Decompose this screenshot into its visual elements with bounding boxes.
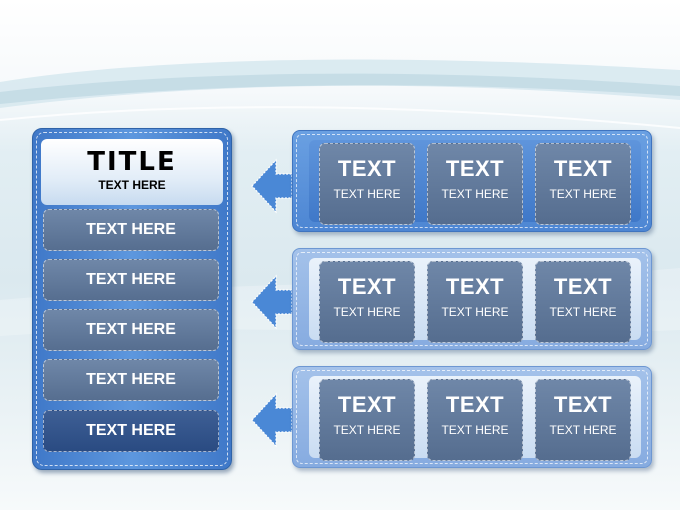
- row2-cell-3: TEXT TEXT HERE: [535, 261, 631, 343]
- row-panel-3: TEXT TEXT HERE TEXT TEXT HERE TEXT TEXT …: [292, 366, 652, 468]
- panel-title: TITLE: [87, 147, 177, 177]
- row1-cell-1: TEXT TEXT HERE: [319, 143, 415, 225]
- left-arrow-icon: [251, 274, 293, 330]
- cell-subtitle: TEXT HERE: [441, 305, 509, 319]
- cell-title: TEXT: [337, 274, 397, 299]
- cell-title: TEXT: [337, 392, 397, 417]
- row3-cell-1: TEXT TEXT HERE: [319, 379, 415, 461]
- row-panel-2: TEXT TEXT HERE TEXT TEXT HERE TEXT TEXT …: [292, 248, 652, 350]
- row1-cell-2: TEXT TEXT HERE: [427, 143, 523, 225]
- cell-title: TEXT: [445, 156, 505, 181]
- cell-title: TEXT: [553, 156, 613, 181]
- cell-subtitle: TEXT HERE: [333, 187, 401, 201]
- row3-cell-3: TEXT TEXT HERE: [535, 379, 631, 461]
- left-arrow-icon: [251, 392, 293, 448]
- cell-subtitle: TEXT HERE: [333, 423, 401, 437]
- left-item-1: TEXT HERE: [43, 209, 219, 251]
- cell-subtitle: TEXT HERE: [441, 423, 509, 437]
- title-panel: TITLE TEXT HERE TEXT HERE TEXT HERE TEXT…: [32, 128, 232, 470]
- cell-title: TEXT: [445, 392, 505, 417]
- row2-cell-2: TEXT TEXT HERE: [427, 261, 523, 343]
- left-arrow-icon: [251, 158, 293, 214]
- cell-title: TEXT: [553, 274, 613, 299]
- cell-subtitle: TEXT HERE: [549, 187, 617, 201]
- cell-title: TEXT: [445, 274, 505, 299]
- cell-subtitle: TEXT HERE: [441, 187, 509, 201]
- row-panel-1: TEXT TEXT HERE TEXT TEXT HERE TEXT TEXT …: [292, 130, 652, 232]
- left-item-3: TEXT HERE: [43, 309, 219, 351]
- cell-subtitle: TEXT HERE: [549, 423, 617, 437]
- cell-subtitle: TEXT HERE: [333, 305, 401, 319]
- row1-cell-3: TEXT TEXT HERE: [535, 143, 631, 225]
- row3-cell-2: TEXT TEXT HERE: [427, 379, 523, 461]
- title-box: TITLE TEXT HERE: [41, 139, 223, 205]
- cell-subtitle: TEXT HERE: [549, 305, 617, 319]
- cell-title: TEXT: [337, 156, 397, 181]
- left-item-4: TEXT HERE: [43, 359, 219, 401]
- panel-subtitle: TEXT HERE: [98, 178, 166, 192]
- left-item-5: TEXT HERE: [43, 410, 219, 452]
- row2-cell-1: TEXT TEXT HERE: [319, 261, 415, 343]
- cell-title: TEXT: [553, 392, 613, 417]
- left-item-2: TEXT HERE: [43, 259, 219, 301]
